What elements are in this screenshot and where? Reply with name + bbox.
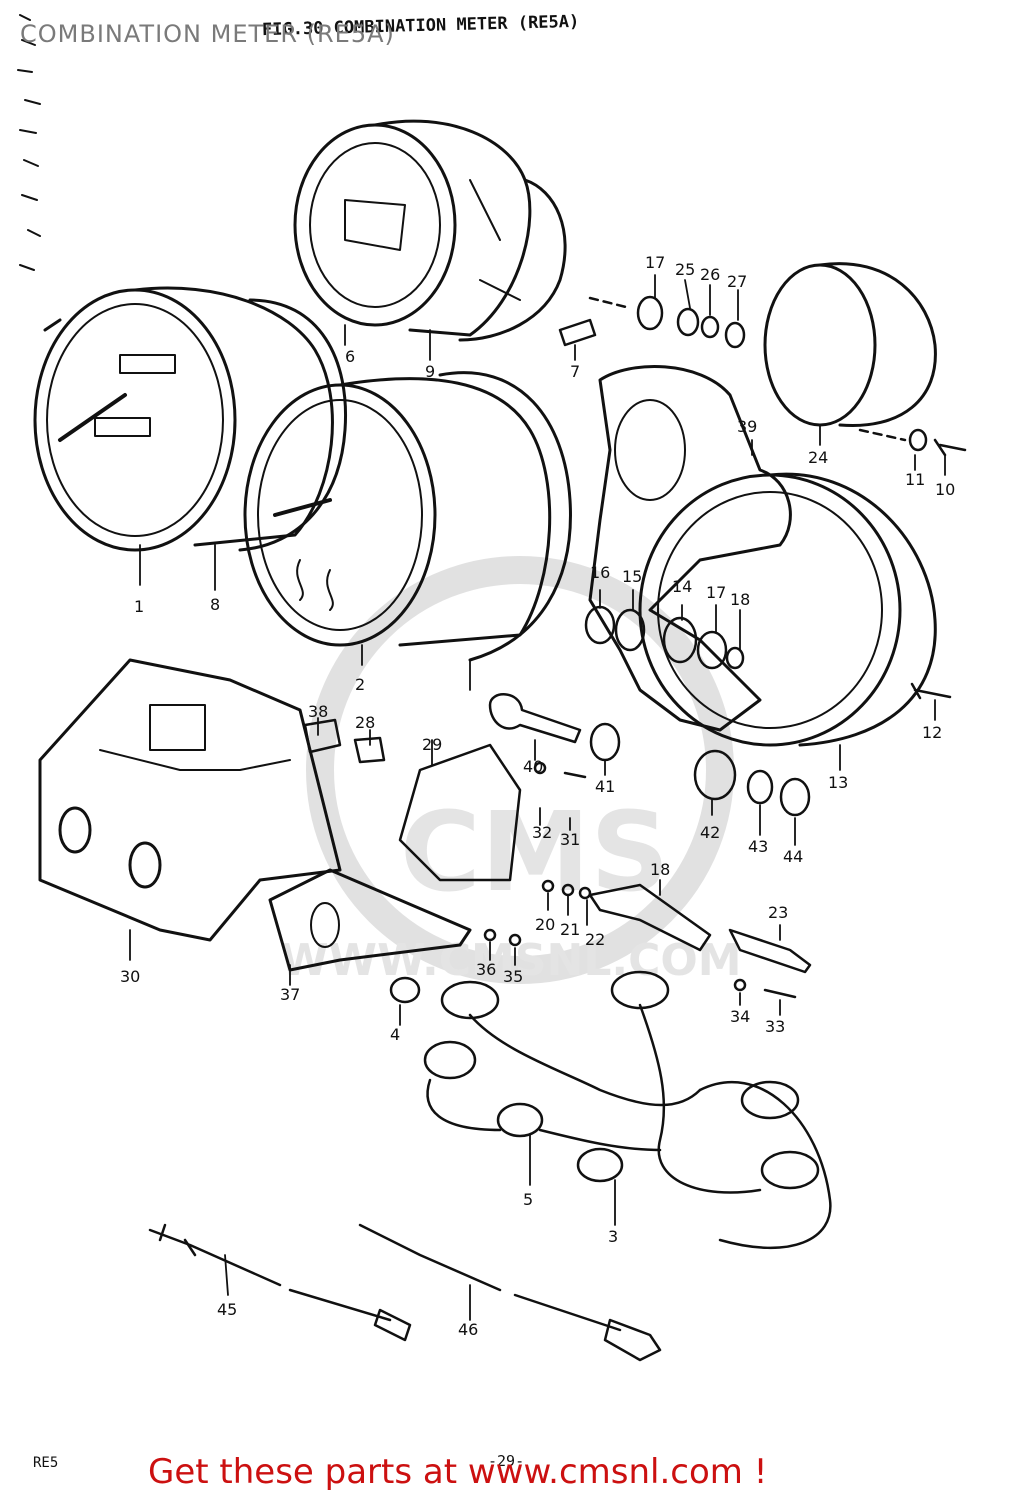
screws-10-11-12: [858, 428, 967, 700]
callout-44: 44: [783, 847, 803, 866]
callout-16: 16: [590, 563, 610, 582]
callout-24: 24: [808, 448, 828, 467]
leader-lines: [129, 274, 946, 1321]
wiring-harness: [389, 970, 832, 1249]
callout-30: 30: [120, 967, 140, 986]
speedometer-cables: [148, 1223, 662, 1362]
callout-15: 15: [622, 567, 642, 586]
callout-11: 11: [905, 470, 925, 489]
part-8-meter-cup: [238, 298, 348, 552]
callout-18-mid: 18: [730, 590, 750, 609]
callout-20: 20: [535, 915, 555, 934]
watermark-logo: CMS: [400, 788, 669, 916]
callout-38: 38: [308, 702, 328, 721]
callout-10: 10: [935, 480, 955, 499]
callout-numbers: 1 2 3 4 5 6 7 8 9 10 11 12 13 14 15 16 1…: [120, 253, 955, 1339]
part-13-meter-rim: [638, 472, 937, 747]
part-6-small-meter: [293, 119, 567, 342]
callout-26: 26: [700, 265, 720, 284]
callout-46: 46: [458, 1320, 478, 1339]
callout-36: 36: [476, 960, 496, 979]
callout-7: 7: [570, 362, 580, 381]
callout-41: 41: [595, 777, 615, 796]
callout-25: 25: [675, 260, 695, 279]
callout-35: 35: [503, 967, 523, 986]
shop-link[interactable]: Get these parts at www.cmsnl.com !: [148, 1452, 768, 1492]
page-number: -29-: [488, 1452, 525, 1470]
callout-43: 43: [748, 837, 768, 856]
callout-8: 8: [210, 595, 220, 614]
callout-12: 12: [922, 723, 942, 742]
callout-39: 39: [737, 417, 757, 436]
callout-33: 33: [765, 1017, 785, 1036]
callout-40: 40: [523, 757, 543, 776]
callout-9: 9: [425, 362, 435, 381]
callout-13: 13: [828, 773, 848, 792]
page-title: COMBINATION METER (RE5A): [20, 20, 395, 48]
callout-23: 23: [768, 903, 788, 922]
callout-1: 1: [134, 597, 144, 616]
callout-18-bracket: 18: [650, 860, 670, 879]
callout-17-mid: 17: [706, 583, 726, 602]
part-stack-14-18: [584, 605, 745, 670]
part-30-meter-housing: [38, 658, 342, 942]
callout-21: 21: [560, 920, 580, 939]
part-1-speedometer: [33, 286, 334, 552]
callout-3: 3: [608, 1227, 618, 1246]
callout-2: 2: [355, 675, 365, 694]
small-grommets-top: [558, 295, 746, 349]
callout-32: 32: [532, 823, 552, 842]
callout-31: 31: [560, 830, 580, 849]
callout-5: 5: [523, 1190, 533, 1209]
model-code: RE5: [33, 1455, 59, 1471]
bolts-washers-40-44: [488, 693, 811, 817]
scan-noise: [17, 14, 41, 271]
callout-17-top: 17: [645, 253, 665, 272]
part-2-tachometer: [243, 377, 552, 647]
callout-27: 27: [727, 272, 747, 291]
callout-22: 22: [585, 930, 605, 949]
callout-45: 45: [217, 1300, 237, 1319]
callout-28: 28: [355, 713, 375, 732]
callout-42: 42: [700, 823, 720, 842]
callout-14: 14: [672, 577, 692, 596]
callout-6: 6: [345, 347, 355, 366]
parts-28-29-38: [303, 718, 522, 882]
part-24-meter-case: [763, 262, 937, 428]
brackets-18-23: [483, 761, 812, 999]
callout-4: 4: [390, 1025, 400, 1044]
callout-37: 37: [280, 985, 300, 1004]
callout-29: 29: [422, 735, 442, 754]
part-39-meter-bracket: [588, 365, 792, 732]
callout-34: 34: [730, 1007, 750, 1026]
part-9-meter-cup: [438, 371, 572, 662]
